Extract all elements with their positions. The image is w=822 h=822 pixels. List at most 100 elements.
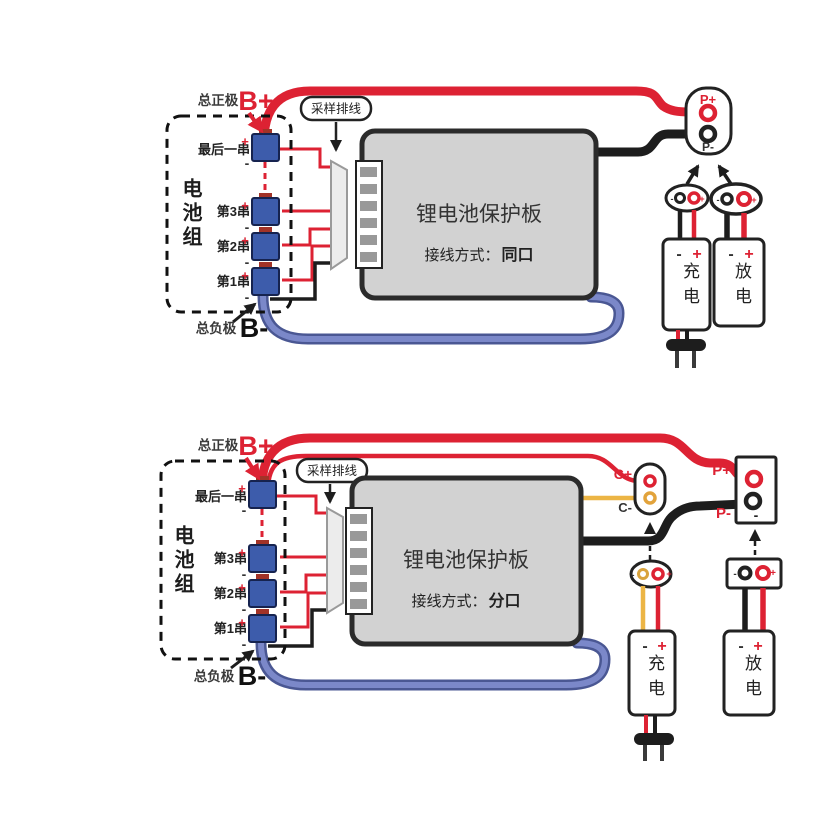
total-positive-label: 总正极 (198, 92, 239, 108)
cell-1 (248, 614, 277, 643)
svg-text:+: + (770, 568, 776, 579)
plug-polarity-signs: -+ -+ -+ -+ (671, 194, 757, 263)
pminus-main-wire (576, 499, 749, 546)
load-box (722, 629, 776, 717)
bplus-main-wire (257, 433, 751, 491)
svg-text:-: - (642, 638, 647, 655)
load-box (712, 237, 766, 328)
svg-text:+: + (666, 569, 671, 579)
total-negative-label: 总负极 (194, 668, 235, 684)
sampling-callout-pill (299, 95, 373, 122)
charger-label: 充电 (645, 654, 664, 704)
cell-last-label: 最后一串 (198, 142, 250, 157)
svg-text:-: - (242, 566, 247, 582)
svg-text:+: + (692, 246, 701, 263)
diagram-common-port: 总正极 B+ 最后一串 第3串 第2串 第1串 总负极 B- 采样排线 锂电池保… (165, 86, 766, 368)
svg-text:+: + (241, 268, 249, 283)
svg-text:+: + (241, 233, 249, 248)
cell-1-label: 第1串 (214, 621, 247, 636)
cell-3-label: 第3串 (217, 204, 250, 219)
charge-port-connector (633, 462, 667, 516)
cminus-terminal-ring (643, 491, 657, 505)
pminus-label: P- (702, 140, 714, 154)
pplus-terminal-ring (698, 103, 718, 123)
ac-plug-body (666, 339, 706, 351)
cell-last (251, 133, 280, 162)
balance-wire-3 (280, 573, 330, 594)
svg-text:-: - (242, 601, 247, 617)
battery-cells (248, 476, 277, 643)
board-pins (360, 167, 377, 262)
sampling-cable-label: 采样排线 (311, 101, 362, 116)
svg-text:-: - (717, 195, 720, 205)
load-label: 放电 (742, 654, 761, 704)
bminus-wire-outline (255, 637, 611, 691)
svg-text:+: + (744, 246, 753, 263)
svg-text:-: - (676, 246, 681, 263)
cell-polarity-signs: +- +- +- +- (241, 134, 249, 305)
svg-text:+: + (241, 134, 249, 149)
cell-terminal-nub (259, 129, 272, 135)
charge-plug-connector (629, 559, 673, 589)
pplus-terminal-ring (744, 469, 764, 489)
sampling-callout-pill (295, 457, 369, 484)
total-positive-label: 总正极 (198, 437, 239, 453)
svg-text:+: + (751, 195, 756, 205)
svg-text:+: + (238, 545, 246, 560)
charge-plug-neg-ring (674, 192, 686, 204)
charge-plug-connector (664, 183, 710, 213)
sampling-connector (326, 506, 344, 615)
bminus-pointer-arrow (232, 302, 257, 324)
battery-pack-label: 电池组 (171, 525, 193, 597)
svg-text:+: + (699, 194, 704, 204)
bplus-pointer-arrow (244, 456, 261, 481)
discharge-plug-neg-ring (720, 192, 734, 206)
charger-label: 充电 (680, 262, 699, 312)
total-negative-label: 总负极 (196, 320, 237, 336)
charge-plug-pos-ring (651, 567, 665, 581)
cell-2-label: 第2串 (214, 586, 247, 601)
cell-terminal-nub (259, 227, 272, 233)
svg-text:-: - (728, 246, 733, 263)
cminus-label: C- (618, 500, 632, 515)
ac-plug-prong (675, 351, 679, 368)
svg-text:+: + (241, 198, 249, 213)
cell-terminal-nub (256, 574, 269, 580)
cell-3-label: 第3串 (214, 551, 247, 566)
bminus-wire-outline (257, 290, 625, 345)
ac-plug-prong (692, 351, 696, 368)
cplus-label: C+ (614, 466, 632, 482)
board-pin-header (345, 507, 373, 615)
balance-wire-black (270, 261, 334, 301)
cplus-wire (265, 453, 641, 493)
bminus-wire (258, 640, 609, 688)
bminus-wire (260, 293, 623, 342)
cell-2-label: 第2串 (217, 239, 250, 254)
svg-text:-: - (245, 219, 250, 235)
discharge-plug-neg-ring (737, 565, 753, 581)
bminus-label: B- (238, 661, 267, 691)
ac-plug-body (634, 733, 674, 745)
svg-text:-: - (738, 638, 743, 655)
ac-plug-prong (643, 745, 647, 761)
svg-text:-: - (733, 569, 736, 580)
svg-text:+: + (753, 638, 762, 655)
sampling-connector (330, 159, 348, 271)
svg-text:+: + (238, 615, 246, 630)
board-title: 锂电池保护板 (403, 549, 529, 572)
discharge-plug-pos-ring (736, 191, 752, 207)
wiring-mode-line: 接线方式：分口 (411, 592, 520, 610)
pminus-label: P- (716, 505, 731, 522)
pminus-terminal-ring (743, 491, 763, 511)
battery-pack-label: 电池组 (179, 178, 201, 250)
battery-cells (251, 129, 280, 296)
pplus-label: P+ (700, 92, 717, 107)
pplus-label: P+ (712, 462, 731, 479)
balance-wire-3 (282, 227, 334, 247)
cell-3 (251, 197, 280, 226)
balance-wire-4 (282, 244, 334, 282)
cell-2 (251, 232, 280, 261)
svg-text:-: - (245, 155, 250, 171)
